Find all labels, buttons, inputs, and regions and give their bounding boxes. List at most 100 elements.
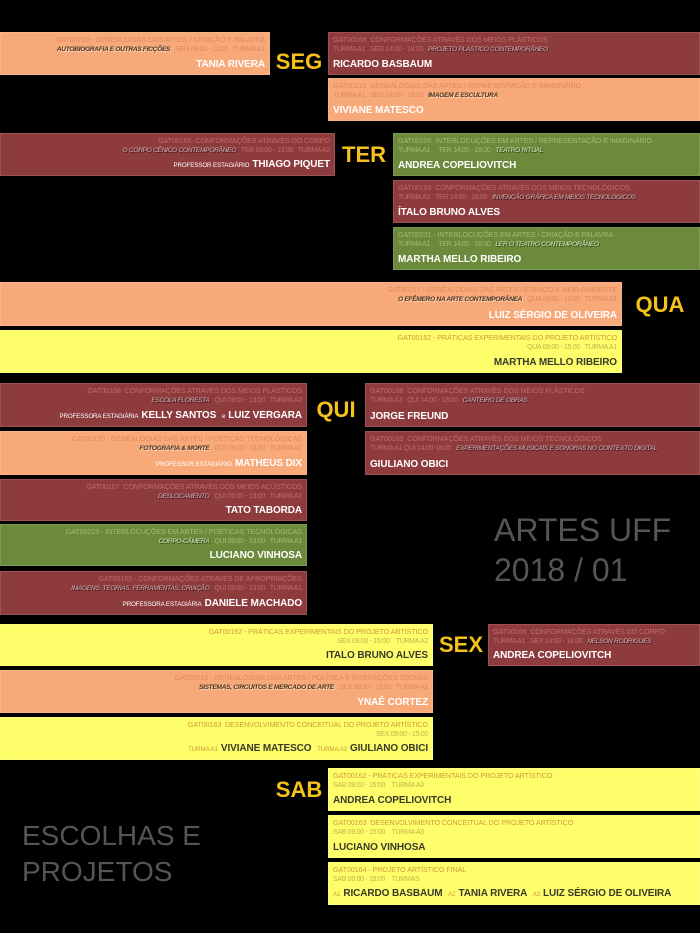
instructor-name: MARTHA MELLO RIBEIRO <box>398 254 522 265</box>
course-card[interactable]: GAT00221 - INTERLOCUÇÕES EM ARTES / CRIA… <box>393 227 700 270</box>
course-schedule: SEG 09:00 - 13:00 TURMA A1 <box>175 45 265 53</box>
instructor-name: JORGE FREUND <box>370 411 449 422</box>
instructor-line: MARTHA MELLO RIBEIRO <box>398 253 695 266</box>
instructor-name: TANIA RIVERA <box>458 888 528 899</box>
instructor-line: ANDREA COPELIOVITCH <box>398 159 695 172</box>
instructor-role: PROFESSORA ESTAGIÁRIA <box>59 413 139 420</box>
course-card[interactable]: GAT00168 CONFORMAÇÕES ATRAVÉS DOS MEIOS … <box>0 383 307 427</box>
course-card[interactable]: GAT00163 DESENVOLVIMENTO CONCEITUAL DO P… <box>328 815 700 858</box>
course-schedule: SEX 09:00 - 13:00 TURMA A1 <box>338 683 428 691</box>
course-code-title: GAT00168 CONFORMAÇÕES ATRAVÉS DOS MEIOS … <box>87 386 302 395</box>
course-code-title: GAT00169 CONFORMAÇÕES ATRAVÉS DOS MEIOS … <box>398 183 630 192</box>
course-code-title: GAT00168 CONFORMAÇÕES ATRAVÉS DOS MEIOS … <box>333 35 548 44</box>
course-topic: IMAGEM E ESCULTURA <box>427 91 498 99</box>
course-schedule: SAB 09:00 - 15:00 TURMA A3 <box>333 781 424 789</box>
course-card[interactable]: GAT00217 - GENEALOGIAS DAS ARTES / ESPAÇ… <box>0 282 622 326</box>
course-card[interactable]: GAT00169 CONFORMAÇÕES ATRAVÉS DOS MEIOS … <box>365 431 700 475</box>
instructor-name: ANDREA COPELIOVITCH <box>398 160 517 171</box>
course-code-title: GAT00162 - PRÁTICAS EXPERIMENTAIS DO PRO… <box>397 333 617 342</box>
course-topic: O CORPO CÊNICO CONTEMPORÂNEO <box>122 146 237 154</box>
course-card[interactable]: GAT00165 - CONFORMAÇÕES ATRAVÉS DE APROP… <box>0 571 307 615</box>
course-schedule: QUI 09:00 - 13:00 TURMA A1 <box>214 444 302 452</box>
course-schedule: TURMA A1 QUI 14:00-18:00 <box>370 444 452 452</box>
course-details: TURMA A1 SEG 14:00 - 18:00 IMAGEM E ESCU… <box>333 91 695 101</box>
course-details: O CORPO CÊNICO CONTEMPORÂNEO TER 09:00 -… <box>5 146 330 156</box>
instructor-role: TURMA A1 <box>188 746 218 753</box>
instructor-line: TANIA RIVERA <box>5 58 265 71</box>
course-topic: LER O TEATRO CONTEMPORÂNEO <box>495 240 599 248</box>
course-card[interactable]: GAT00170 - GENEALOGIAS DAS ARTES / POÉTI… <box>0 431 307 475</box>
course-schedule: TURMA A1 TER 14:00 - 18:00 <box>398 240 491 248</box>
course-schedule: TURMA A2 TER 14:00 - 18:00 <box>398 193 488 201</box>
course-topic: INVENÇÃO GRÁFICA EM MEIOS TECNOLÓGICOS <box>492 193 636 201</box>
course-details: TURMA A1 TER 14:00 - 18:00 LER O TEATRO … <box>398 240 695 250</box>
instructor-line: ANDREA COPELIOVITCH <box>333 794 695 807</box>
course-code-title: GAT00217 - GENEALOGIAS DAS ARTES / ESPAÇ… <box>387 285 617 294</box>
course-schedule: SEX 09:00 - 15:00 <box>375 730 428 738</box>
course-topic: TEATRO RITUAL <box>495 146 543 154</box>
course-schedule: SAB 09:00 - 15:00 TURMAS <box>333 875 420 883</box>
course-topic: FOTOGRAFIA & MORTE <box>139 444 210 452</box>
instructor-role: A3 <box>532 891 540 898</box>
instructor-role: PROFESSOR ESTAGIÁRIO <box>173 162 250 169</box>
course-details: SAB 09:00 - 15:00 TURMA A3 <box>333 828 695 838</box>
instructor-line: ITALO BRUNO ALVES <box>5 649 428 662</box>
course-code-title: GAT00223 - INTERLOCUÇÕES EM ARTES / POÉT… <box>65 527 302 536</box>
course-card[interactable]: GAT00168 CONFORMAÇÕES ATRAVÉS DOS MEIOS … <box>365 383 700 427</box>
instructor-name: LUIZ VERGARA <box>228 410 302 421</box>
course-details: QUA 09:00 - 15:00 TURMA A1 <box>5 343 617 353</box>
course-details: SAB 09:00 - 15:00 TURMA A3 <box>333 781 695 791</box>
course-details: SEX 09:00 - 15:00 <box>5 730 428 740</box>
course-card[interactable]: GAT00163 DESENVOLVIMENTO CONCEITUAL DO P… <box>0 717 433 760</box>
poster-subtitle: ESCOLHAS E PROJETOS <box>22 818 201 890</box>
course-details: TURMA A2 TER 14:00 - 18:00 INVENÇÃO GRÁF… <box>398 193 695 203</box>
course-card[interactable]: GAT00168 CONFORMAÇÕES ATRAVÉS DOS MEIOS … <box>328 32 700 75</box>
course-code-title: GAT00219 - GENEALOGIAS DAS ARTES / CRIAÇ… <box>55 35 265 44</box>
course-code-title: GAT00163 DESENVOLVIMENTO CONCEITUAL DO P… <box>333 818 574 827</box>
course-code-title: GAT00166 CONFORMAÇÕES ATRAVÉS DO CORPO <box>158 136 330 145</box>
course-code-title: GAT00221 - INTERLOCUÇÕES EM ARTES / CRIA… <box>398 230 614 239</box>
course-details: O EFÊMERO NA ARTE CONTEMPORÂNEA QUA 09:0… <box>5 295 617 305</box>
course-topic: PROJETO PLÁSTICO CONTEMPORÂNEO <box>427 45 548 53</box>
title-line-1: ARTES UFF <box>494 512 672 548</box>
course-schedule: QUI 09:00 - 13:00 TURMA A1 <box>214 492 302 500</box>
course-card[interactable]: GAT00219 - GENEALOGIAS DAS ARTES / CRIAÇ… <box>0 32 270 75</box>
course-code-title: GAT00169 CONFORMAÇÕES ATRAVÉS DOS MEIOS … <box>370 434 602 443</box>
subtitle-line-2: PROJETOS <box>22 856 173 887</box>
course-card[interactable]: GAT00223 - INTERLOCUÇÕES EM ARTES / POÉT… <box>0 524 307 566</box>
course-details: SAB 09:00 - 15:00 TURMAS <box>333 875 695 885</box>
course-schedule: TURMA A1 SEG 14:00 - 18:00 <box>333 45 424 53</box>
day-label-qua: QUA <box>635 292 685 317</box>
course-card[interactable]: GAT00220 INTERLOCUÇÕES EM ARTES / REPRES… <box>393 133 700 176</box>
course-code-title: GAT00166 CONFORMAÇÕES ATRAVÉS DO CORPO <box>493 627 665 636</box>
course-card[interactable]: GAT00169 CONFORMAÇÕES ATRAVÉS DOS MEIOS … <box>393 180 700 223</box>
course-card[interactable]: GAT00216 - GENEALOGIAS DAS ARTES / POLÍT… <box>0 670 433 713</box>
course-card[interactable]: GAT00162 - PRÁTICAS EXPERIMENTAIS DO PRO… <box>0 330 622 373</box>
course-schedule: TURMA A3 QUI 14:00 - 18:00 <box>370 396 458 404</box>
instructor-name: TATO TABORDA <box>225 505 302 516</box>
instructor-name: GIULIANO OBICI <box>370 459 449 470</box>
instructor-name: VIVIANE MATESCO <box>333 105 424 116</box>
course-schedule: QUI 09:00 - 13:00 TURMA A1 <box>214 537 302 545</box>
instructor-name: LUIZ SÉRGIO DE OLIVEIRA <box>488 310 617 321</box>
instructor-line: JORGE FREUND <box>370 410 695 423</box>
course-card[interactable]: GAT00162 - PRÁTICAS EXPERIMENTAIS DO PRO… <box>328 768 700 811</box>
course-card[interactable]: GAT00162 - PRÁTICAS EXPERIMENTAIS DO PRO… <box>0 624 433 666</box>
instructor-name: YNAÊ CORTEZ <box>357 697 428 708</box>
course-details: TURMA A1 SEG 14:00 - 18:00 PROJETO PLÁST… <box>333 45 695 55</box>
course-card[interactable]: GAT00215 GENEALOGIAS DAS ARTES / REPRESE… <box>328 78 700 121</box>
course-card[interactable]: GAT00167 CONFORMAÇÕES ATRAVÉS DOS MEIOS … <box>0 479 307 521</box>
course-code-title: GAT00162 - PRÁTICAS EXPERIMENTAIS DO PRO… <box>208 627 428 636</box>
course-details: IMAGENS: TEORIAS, FERRAMENTAS, CRIAÇÃO Q… <box>5 584 302 594</box>
course-topic: DESLOCAMENTO <box>157 492 210 500</box>
instructor-name: ÍTALO BRUNO ALVES <box>398 207 501 218</box>
course-details: TURMA A3 QUI 14:00 - 18:00 CANTEIRO DE O… <box>370 396 695 406</box>
instructor-line: YNAÊ CORTEZ <box>5 696 428 709</box>
subtitle-line-1: ESCOLHAS E <box>22 820 201 851</box>
instructor-name: VIVIANE MATESCO <box>220 743 312 754</box>
